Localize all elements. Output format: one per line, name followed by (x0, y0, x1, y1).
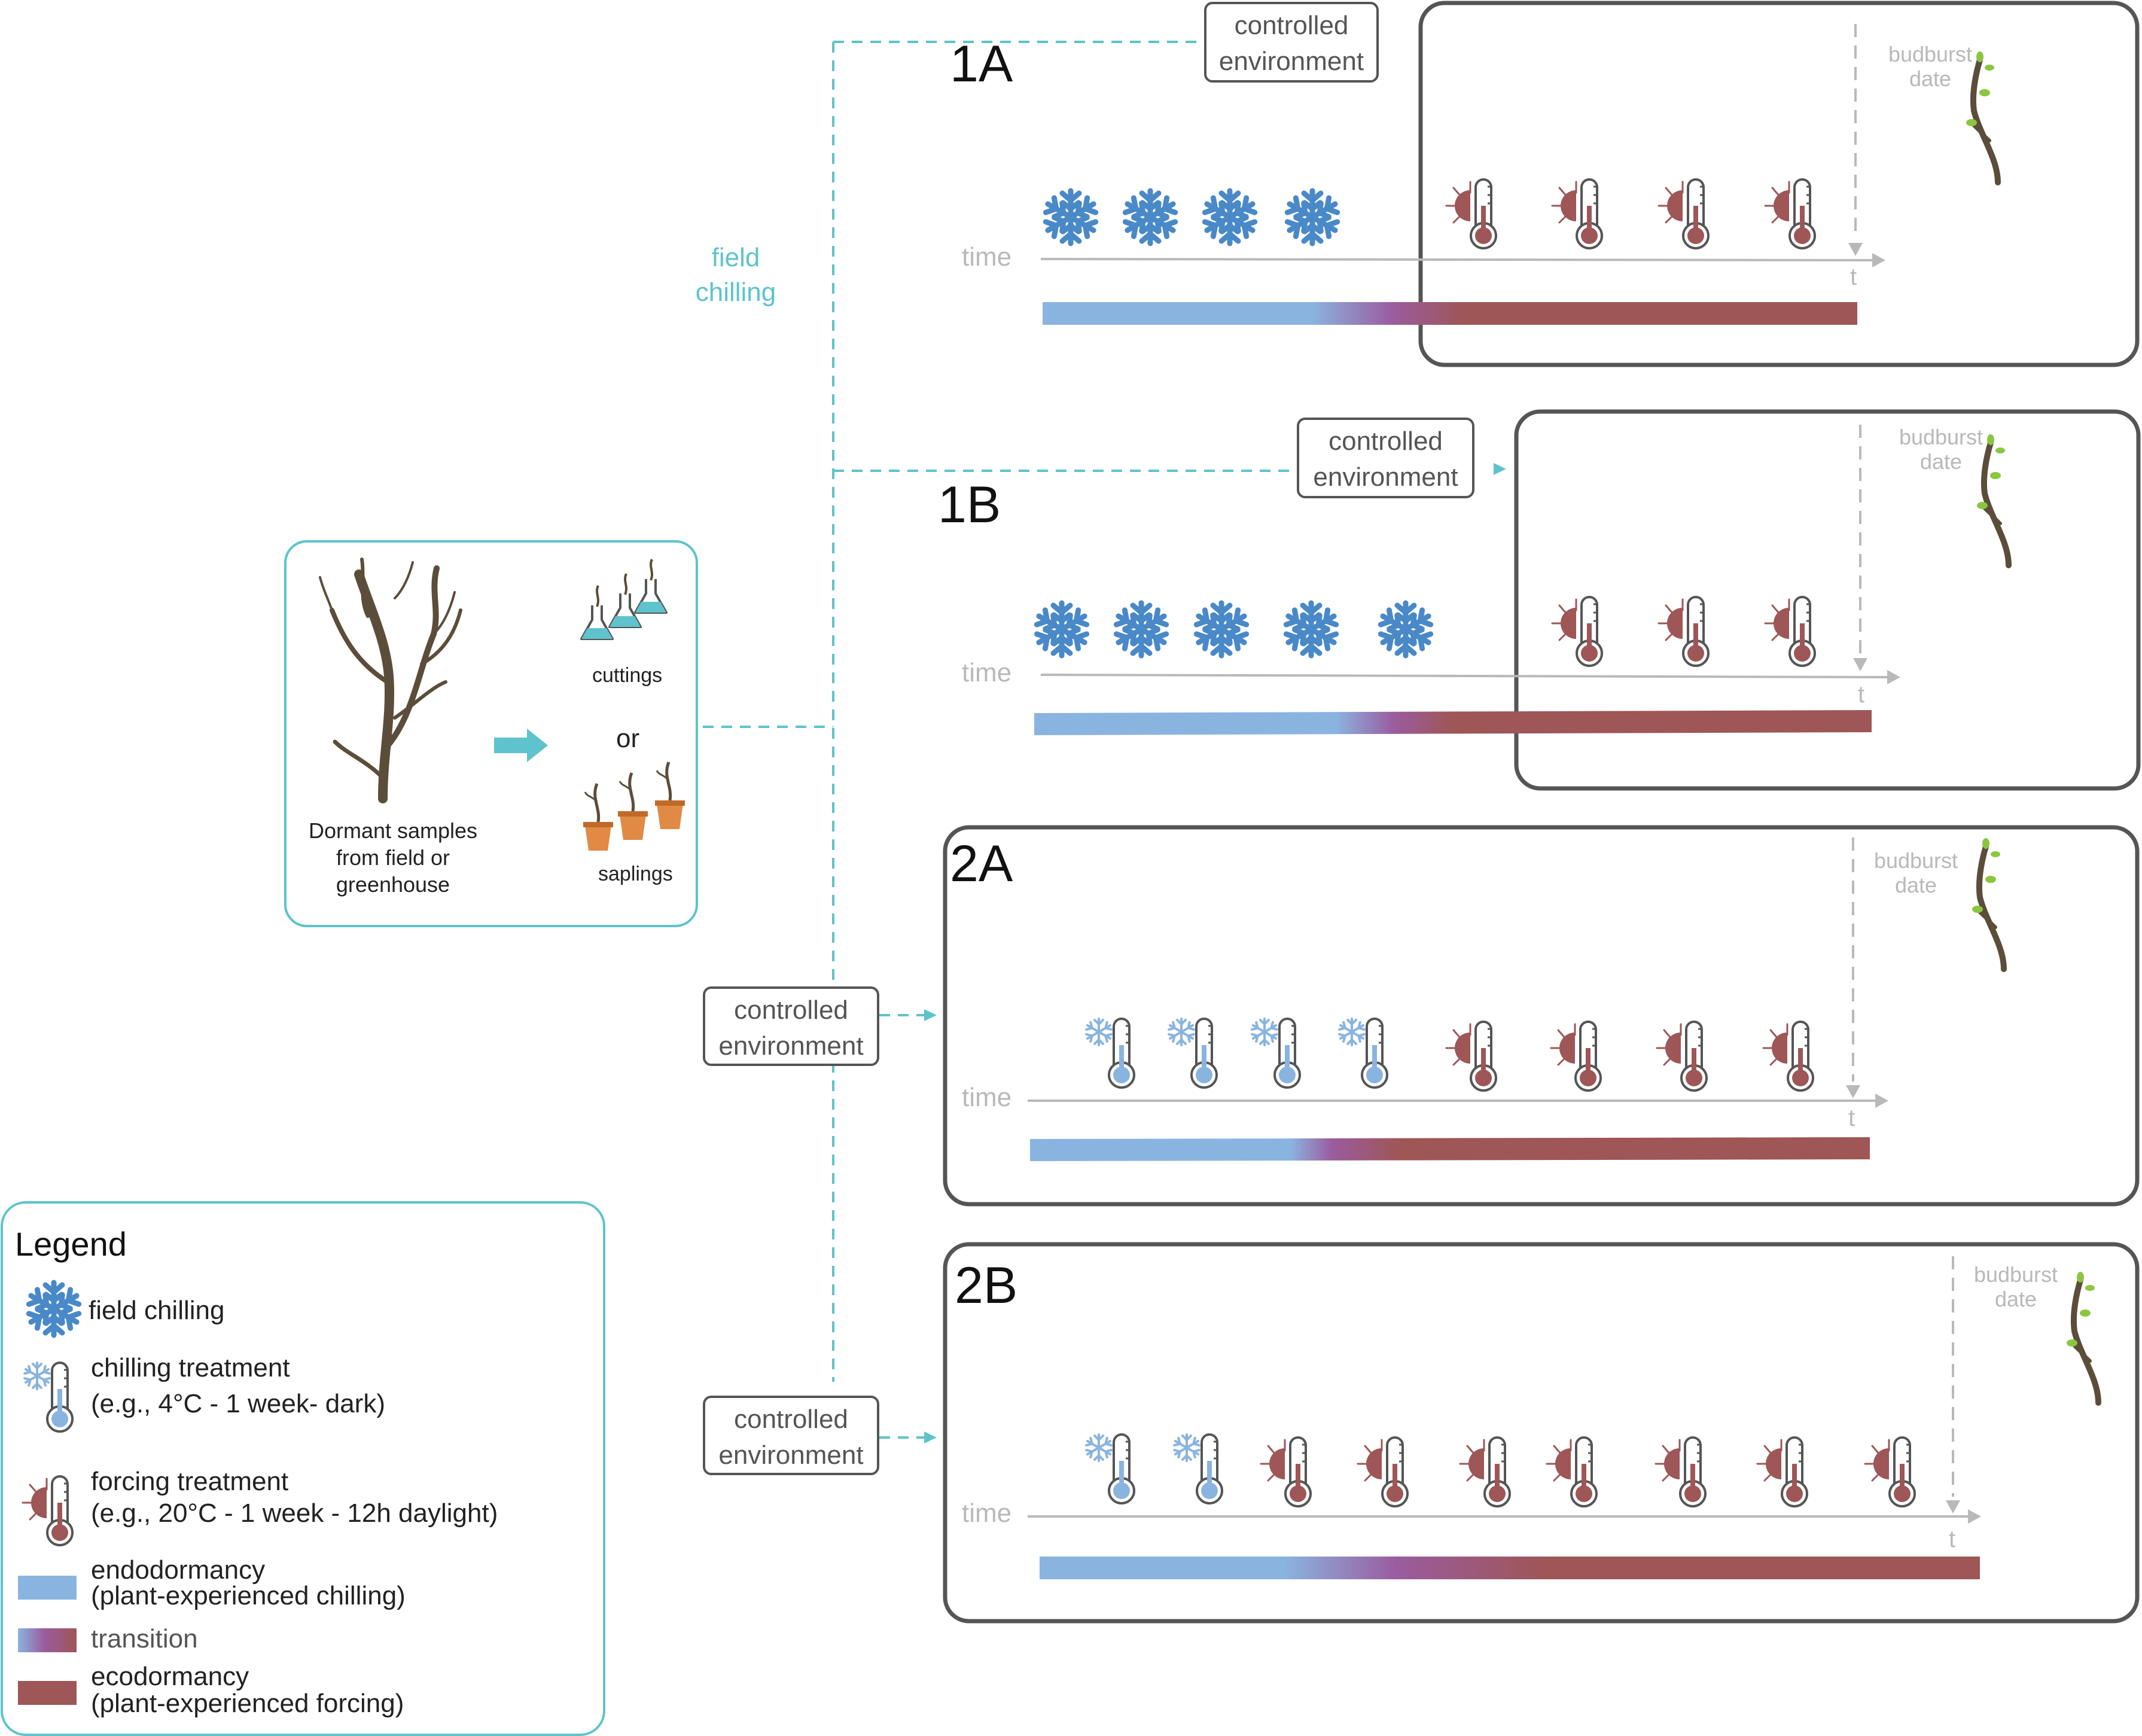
or-label: or (616, 724, 640, 753)
controlled-environment-line: environment (1313, 462, 1458, 492)
controlled-environment-box-2a: controlled environment (703, 986, 879, 1066)
budburst-line: budburst (1873, 848, 1958, 873)
legend-transition-swatch (18, 1628, 77, 1652)
panel-2a-time-label: time (962, 1083, 1012, 1112)
panel-2a-budburst-twig-icon (1972, 838, 2004, 969)
panel-1b-frame (1514, 409, 2141, 791)
legend-endodormancy-note: (plant-experienced chilling) (91, 1581, 406, 1610)
budburst-line: budburst (1899, 425, 1983, 449)
source-caption-line: from field or (336, 845, 450, 870)
source-caption: Dormant samples from field or greenhouse (285, 817, 501, 898)
panel-2a-chilling-treatment-icons (1085, 1019, 1387, 1088)
budburst-line: date (1919, 449, 1963, 474)
panel-1b-time-label: time (962, 658, 1012, 687)
panel-2a-budburst-label: budburst date (1859, 848, 1973, 898)
legend-endodormancy-label: endodormancy (91, 1555, 266, 1585)
controlled-environment-line: controlled (1329, 427, 1443, 456)
panel-1a-field-chilling-icons (1044, 191, 1339, 243)
panel-1b-dormancy-bar (1034, 710, 1872, 735)
panel-1b-time-axis (1040, 425, 1900, 684)
panel-2a-label: 2A (950, 835, 1013, 893)
budburst-line: date (1994, 1287, 2037, 1312)
legend-ecodormancy-label: ecodormancy (91, 1662, 249, 1691)
controlled-environment-line: environment (718, 1440, 864, 1470)
big-arrow (494, 729, 548, 762)
controlled-environment-box-1b: controlled environment (1297, 418, 1474, 498)
panel-1b-label: 1B (938, 476, 1001, 534)
panel-1b-budburst-label: budburst date (1884, 425, 1998, 474)
panel-2b-frame (943, 1242, 2140, 1624)
budburst-line: budburst (1888, 42, 1973, 66)
connector-lines (703, 41, 1292, 1439)
budburst-line: date (1909, 66, 1952, 92)
panel-2a-time-axis (1028, 837, 1888, 1108)
legend-chilling-treatment-label: chilling treatment (91, 1353, 290, 1382)
legend-ecodormancy-note: (plant-experienced forcing) (91, 1689, 404, 1718)
panel-2b-forcing-icons (1260, 1436, 1916, 1507)
panel-1b-forcing-icons (1551, 596, 1816, 667)
panel-2b-chilling-treatment-icons (1085, 1435, 1222, 1503)
controlled-environment-line: environment (1218, 47, 1364, 76)
legend-ecodormancy-swatch (18, 1681, 77, 1705)
controlled-environment-box-1a: controlled environment (1204, 2, 1379, 83)
budburst-line: budburst (1973, 1262, 2058, 1287)
panel-1a-forcing-icons (1445, 178, 1816, 249)
source-caption-line: greenhouse (336, 872, 450, 897)
tree-icon (319, 558, 462, 803)
controlled-environment-box-2b: controlled environment (703, 1396, 879, 1475)
legend-field-chilling-label: field chilling (89, 1296, 225, 1325)
panel-2b-dormancy-bar (1040, 1557, 1980, 1579)
legend-chilling-example: (e.g., 4°C - 1 week- dark) (91, 1389, 385, 1418)
legend-title: Legend (15, 1225, 127, 1263)
legend-forcing-example: (e.g., 20°C - 1 week - 12h daylight) (91, 1499, 498, 1528)
cuttings-label: cuttings (592, 664, 663, 687)
panel-1a-t-label: t (1850, 264, 1857, 290)
panel-2b-budburst-label: budburst date (1959, 1262, 2073, 1312)
controlled-environment-line: controlled (734, 995, 848, 1025)
legend-box (1, 1201, 605, 1736)
panel-1a-time-axis (1040, 24, 1885, 267)
panel-1a-budburst-label: budburst date (1873, 42, 1987, 92)
panel-1a-frame (1418, 1, 2140, 367)
panel-1b-t-label: t (1858, 681, 1865, 708)
panel-2b-time-label: time (962, 1499, 1012, 1528)
legend-transition-label: transition (91, 1624, 198, 1653)
panel-2b-time-axis (1028, 1256, 1981, 1524)
panel-2a-dormancy-bar (1030, 1137, 1870, 1161)
source-caption-line: Dormant samples (308, 818, 478, 843)
field-chilling-line: field (711, 243, 760, 272)
field-chilling-label: field chilling (691, 240, 781, 310)
legend-field-chilling-icon (27, 1283, 81, 1335)
panel-1a-dormancy-bar (1043, 302, 1857, 325)
panel-2a-forcing-icons (1445, 1021, 1814, 1092)
controlled-environment-line: environment (718, 1031, 864, 1061)
panel-1a-label: 1A (950, 35, 1013, 93)
panel-1a-time-label: time (962, 242, 1012, 272)
controlled-environment-line: controlled (1234, 11, 1349, 40)
legend-endodormancy-swatch (18, 1576, 77, 1600)
budburst-line: date (1894, 873, 1937, 898)
panel-2b-t-label: t (1949, 1526, 1956, 1552)
panel-2b-label: 2B (955, 1257, 1018, 1314)
panel-2a-frame (943, 825, 2140, 1207)
field-chilling-line: chilling (695, 278, 776, 307)
panel-2a-t-label: t (1848, 1105, 1855, 1131)
controlled-environment-line: controlled (734, 1405, 848, 1434)
legend-forcing-treatment-label: forcing treatment (91, 1467, 289, 1496)
panel-1b-field-chilling-icons (1035, 603, 1433, 656)
saplings-label: saplings (598, 863, 673, 885)
